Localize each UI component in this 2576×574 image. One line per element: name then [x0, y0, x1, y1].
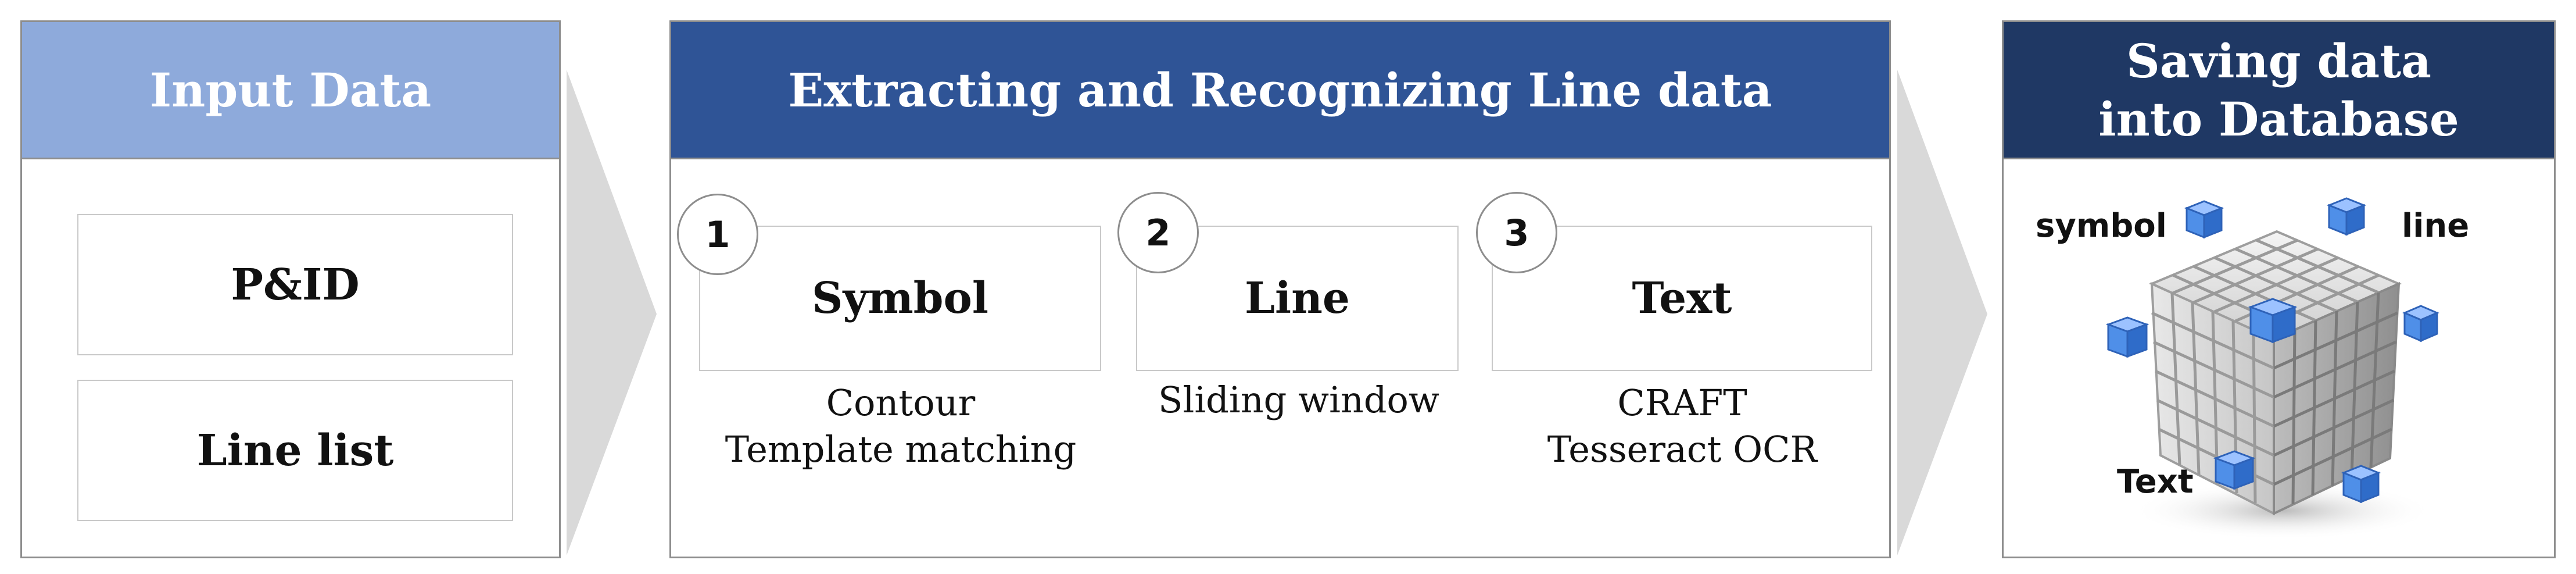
input-item-line-list: Line list — [77, 380, 513, 521]
step-text-desc: CRAFT Tesseract OCR — [1485, 380, 1880, 473]
input-data-title: Input Data — [149, 62, 432, 117]
arrow-input-to-extract — [567, 70, 657, 555]
step-line-desc: Sliding window — [1124, 377, 1473, 423]
cube-label-text: Text — [2117, 463, 2194, 501]
input-data-header: Input Data — [22, 22, 559, 159]
step-1-number: 1 — [705, 213, 730, 256]
step-symbol-desc: Contour Template matching — [677, 380, 1124, 473]
step-symbol-label: Symbol — [812, 273, 988, 323]
step-text-label: Text — [1632, 273, 1732, 323]
blue-cubes — [2105, 197, 2439, 504]
input-data-panel: Input Data P&ID Line list — [20, 20, 561, 558]
step-line-desc-1: Sliding window — [1158, 379, 1439, 421]
step-text-box: Text — [1492, 226, 1872, 371]
step-symbol-desc-1: Contour — [826, 382, 976, 424]
save-title-line2: into Database — [2098, 91, 2459, 147]
step-symbol-desc-2: Template matching — [725, 428, 1077, 470]
extract-title: Extracting and Recognizing Line data — [788, 62, 1772, 117]
step-3-badge: 3 — [1476, 192, 1557, 273]
input-item-pid-label: P&ID — [231, 259, 360, 310]
step-3-number: 3 — [1504, 211, 1529, 254]
input-item-line-list-label: Line list — [196, 425, 394, 476]
step-1-badge: 1 — [677, 194, 758, 275]
step-symbol-box: Symbol — [699, 226, 1101, 371]
step-2-badge: 2 — [1117, 192, 1199, 273]
step-2-number: 2 — [1145, 211, 1171, 254]
arrow-extract-to-save — [1897, 70, 1987, 555]
save-header: Saving data into Database — [2004, 22, 2554, 159]
cube-label-line: line — [2402, 207, 2470, 245]
extract-header: Extracting and Recognizing Line data — [671, 22, 1889, 159]
step-line-label: Line — [1244, 273, 1350, 323]
save-title-line1: Saving data — [2126, 33, 2431, 88]
input-item-pid: P&ID — [77, 214, 513, 355]
step-text-desc-2: Tesseract OCR — [1547, 428, 1818, 470]
extract-panel: Extracting and Recognizing Line data Sym… — [669, 20, 1891, 558]
database-cube-icon — [2105, 197, 2439, 540]
cube-label-symbol: symbol — [2036, 207, 2167, 245]
save-panel: Saving data into Database — [2002, 20, 2556, 558]
step-text-desc-1: CRAFT — [1617, 382, 1747, 424]
